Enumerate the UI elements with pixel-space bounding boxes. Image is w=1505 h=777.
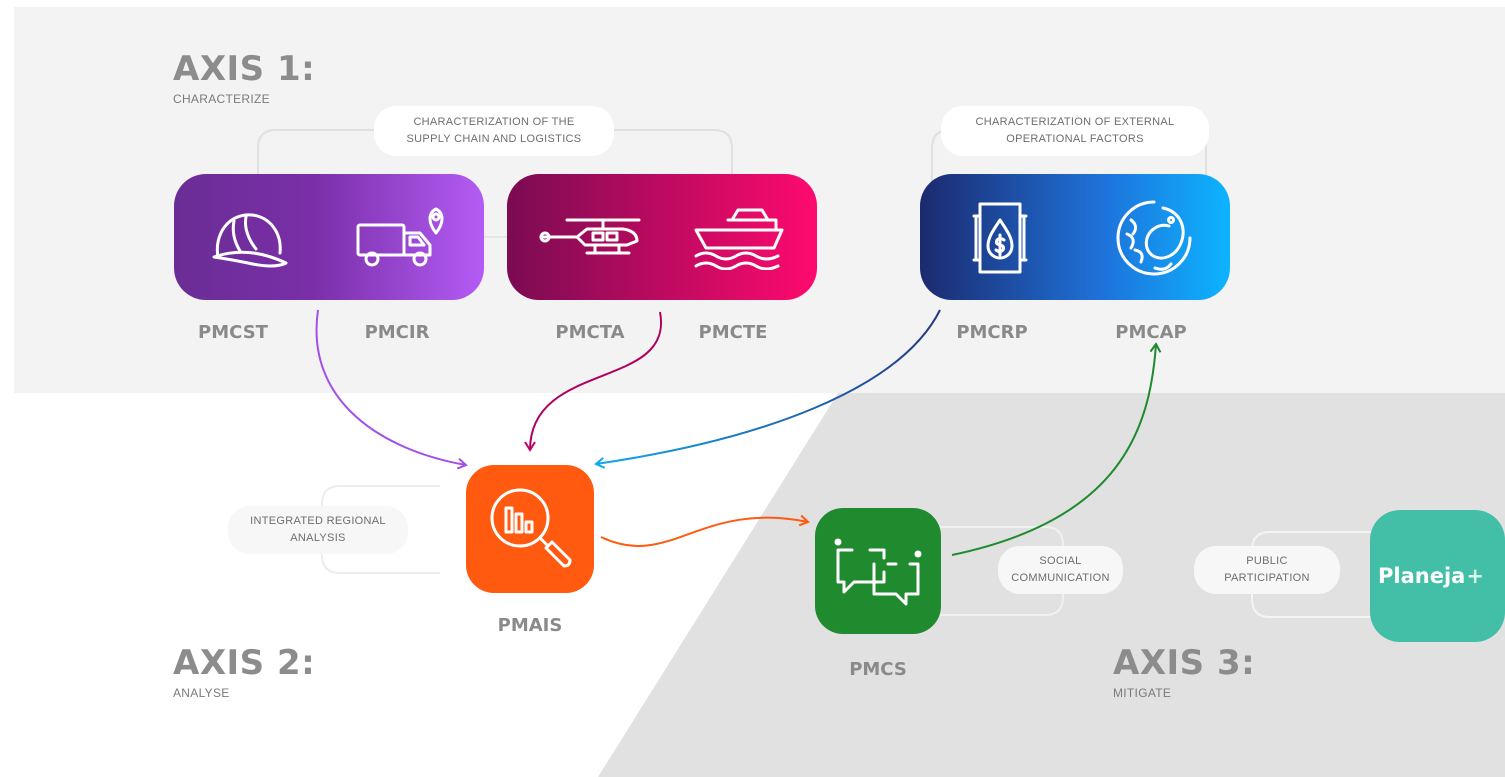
chart-magnifier-icon — [490, 488, 572, 568]
axis3-title: AXIS 3: — [1113, 643, 1256, 683]
regional-analysis-label: INTEGRATED REGIONAL ANALYSIS — [228, 506, 408, 554]
axis1-subtitle: CHARACTERIZE — [173, 92, 270, 106]
card-pmcs — [815, 508, 941, 634]
helicopter-icon — [539, 218, 641, 255]
external-factors-label: CHARACTERIZATION OF EXTERNAL OPERATIONAL… — [941, 106, 1209, 156]
public-participation-text: PUBLIC PARTICIPATION — [1224, 554, 1310, 584]
code-pmcrp: PMCRP — [956, 322, 1028, 343]
arrow-pmcta-to-pmais — [524, 311, 663, 452]
code-pmcta: PMCTA — [555, 322, 625, 343]
hard-hat-icon — [212, 213, 288, 268]
code-pmcst: PMCST — [198, 322, 268, 343]
public-participation-label: PUBLIC PARTICIPATION — [1194, 546, 1340, 594]
arrow-pmcs-to-pmcap — [951, 342, 1162, 556]
external-factors-text: CHARACTERIZATION OF EXTERNAL OPERATIONAL… — [975, 115, 1175, 145]
code-pmcir: PMCIR — [364, 322, 430, 343]
card-pmais — [466, 465, 594, 593]
card-pmcta-pmcte — [507, 174, 817, 300]
code-pmais: PMAIS — [497, 615, 563, 636]
arrow-pmcrp-to-pmais — [594, 309, 941, 469]
social-communication-label: SOCIAL COMMUNICATION — [998, 546, 1123, 594]
oil-barrel-icon — [972, 202, 1028, 274]
fish-icon — [1116, 200, 1192, 276]
code-pmcs: PMCS — [849, 659, 907, 680]
axis2-subtitle: ANALYSE — [173, 686, 230, 700]
arrow-pmais-to-pmcs — [600, 514, 810, 547]
regional-analysis-text: INTEGRATED REGIONAL ANALYSIS — [250, 514, 386, 544]
supply-chain-text: CHARACTERIZATION OF THE SUPPLY CHAIN AND… — [406, 115, 582, 145]
planeja-logo: Planeja + — [1378, 558, 1505, 594]
social-communication-text: SOCIAL COMMUNICATION — [1011, 554, 1110, 584]
card-planeja — [1370, 510, 1505, 642]
planeja-plus-mark: + — [1466, 564, 1484, 588]
axis2-title: AXIS 2: — [173, 643, 316, 683]
card-pmcst-pmcir — [174, 174, 484, 300]
axis3-subtitle: MITIGATE — [1113, 686, 1172, 700]
truck-location-icon — [356, 207, 444, 267]
ship-icon — [694, 208, 784, 270]
code-pmcte: PMCTE — [698, 322, 768, 343]
chat-bubbles-icon — [834, 538, 922, 606]
supply-chain-label: CHARACTERIZATION OF THE SUPPLY CHAIN AND… — [374, 106, 614, 156]
arrow-pmcst-to-pmais — [315, 309, 468, 470]
code-pmcap: PMCAP — [1115, 322, 1187, 343]
planeja-logo-text: Planeja — [1378, 564, 1466, 588]
axis1-title: AXIS 1: — [173, 49, 316, 89]
